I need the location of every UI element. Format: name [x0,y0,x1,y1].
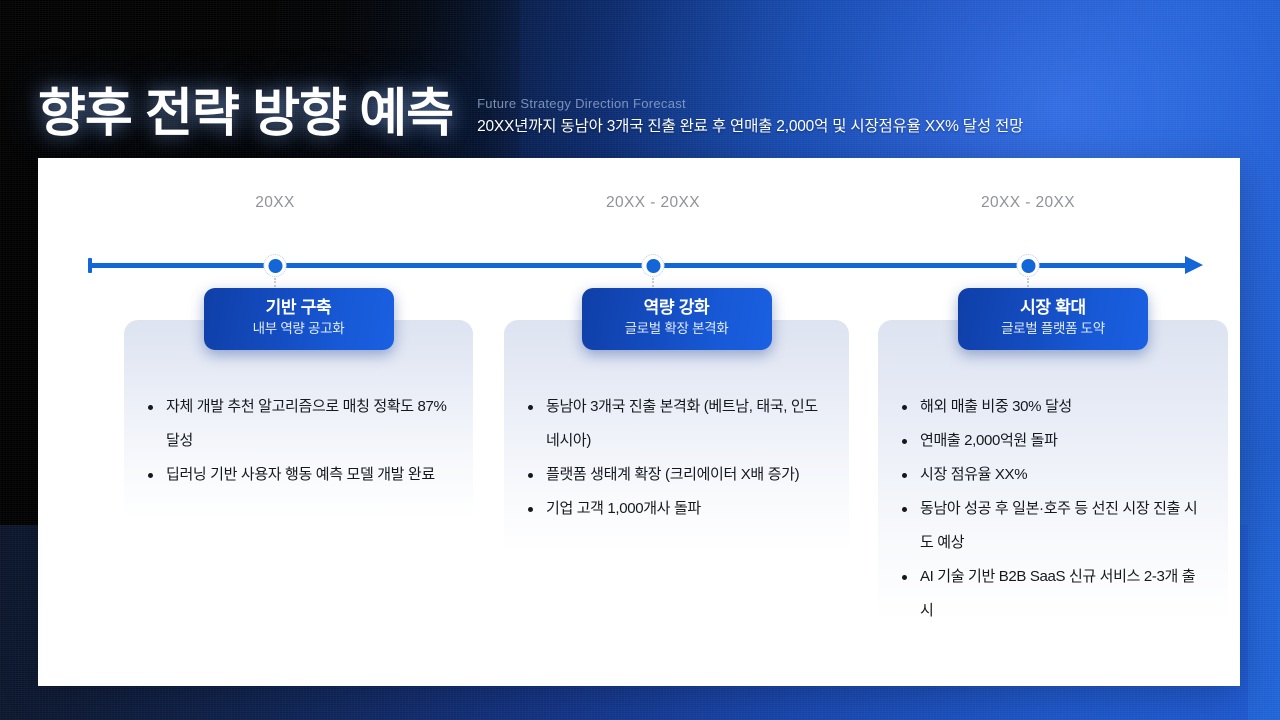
timeline-label-2: 20XX - 20XX [980,194,1076,211]
timeline-node-dot-icon [1021,258,1035,273]
timeline-node-2[interactable] [1016,254,1040,277]
phase-card-0-title: 기반 구축 [265,298,332,317]
timeline-node-dot-icon [268,258,282,273]
list-item: 동남아 성공 후 일본·호주 등 선진 시장 진출 시도 예상 [900,492,1206,560]
list-item: 자체 개발 추천 알고리즘으로 매칭 정확도 87% 달성 [146,390,451,458]
phase-card-1-badge: 역량 강화 글로벌 확장 본격화 [581,288,772,350]
list-item: 동남아 3개국 진출 본격화 (베트남, 태국, 인도네시아) [526,390,827,458]
list-item: 딥러닝 기반 사용자 행동 예측 모델 개발 완료 [146,458,451,492]
phase-card-0[interactable]: 기반 구축 내부 역량 공고화 자체 개발 추천 알고리즘으로 매칭 정확도 8… [124,288,473,520]
timeline-label-0: 20XX [255,194,295,211]
timeline-node-dot-icon [646,258,660,273]
phase-card-1-bullets: 동남아 3개국 진출 본격화 (베트남, 태국, 인도네시아) 플랫폼 생태계 … [504,320,849,544]
timeline-label-1: 20XX - 20XX [605,194,701,211]
content-panel: 20XX 20XX - 20XX 20XX - 20XX 기반 구축 내부 역량… [38,158,1240,686]
timeline-node-1[interactable] [641,254,665,277]
phase-card-2-bullets: 해외 매출 비중 30% 달성 연매출 2,000억원 돌파 시장 점유율 XX… [878,320,1228,646]
phase-card-0-bullets: 자체 개발 추천 알고리즘으로 매칭 정확도 87% 달성 딥러닝 기반 사용자… [124,320,473,510]
phase-card-1[interactable]: 역량 강화 글로벌 확장 본격화 동남아 3개국 진출 본격화 (베트남, 태국… [504,288,849,554]
phase-card-2-title: 시장 확대 [1020,298,1086,317]
phase-card-2-badge: 시장 확대 글로벌 플랫폼 도약 [958,288,1148,350]
page-title: 향후 전략 방향 예측 [38,85,454,143]
timeline-node-0[interactable] [263,254,287,277]
header-subtitle: 20XX년까지 동남아 3개국 진출 완료 후 연매출 2,000억 및 시장점… [477,118,1024,135]
phase-card-2-subtitle: 글로벌 플랫폼 도약 [1001,321,1105,337]
phase-card-2[interactable]: 시장 확대 글로벌 플랫폼 도약 해외 매출 비중 30% 달성 연매출 2,0… [878,288,1228,622]
header-eyebrow: Future Strategy Direction Forecast [477,96,686,111]
list-item: 시장 점유율 XX% [900,458,1206,492]
list-item: 플랫폼 생태계 확장 (크리에이터 X배 증가) [526,458,827,492]
list-item: 기업 고객 1,000개사 돌파 [526,492,827,526]
timeline: 20XX 20XX - 20XX 20XX - 20XX [88,186,1238,311]
phase-card-0-badge: 기반 구축 내부 역량 공고화 [203,288,394,350]
phase-card-group: 기반 구축 내부 역량 공고화 자체 개발 추천 알고리즘으로 매칭 정확도 8… [38,158,1240,686]
phase-card-0-subtitle: 내부 역량 공고화 [252,321,345,337]
list-item: 해외 매출 비중 30% 달성 [900,390,1206,424]
header-text-block: Future Strategy Direction Forecast 20XX년… [477,96,1023,142]
phase-card-1-title: 역량 강화 [643,298,710,317]
list-item: AI 기술 기반 B2B SaaS 신규 서비스 2-3개 출시 [900,560,1206,628]
slide-header: 향후 전략 방향 예측 Future Strategy Direction Fo… [38,50,1218,142]
list-item: 연매출 2,000억원 돌파 [900,424,1206,458]
phase-card-1-subtitle: 글로벌 확장 본격화 [624,321,729,337]
timeline-arrow-icon [1185,256,1203,274]
timeline-start-cap [88,258,92,273]
timeline-axis [88,263,1188,268]
